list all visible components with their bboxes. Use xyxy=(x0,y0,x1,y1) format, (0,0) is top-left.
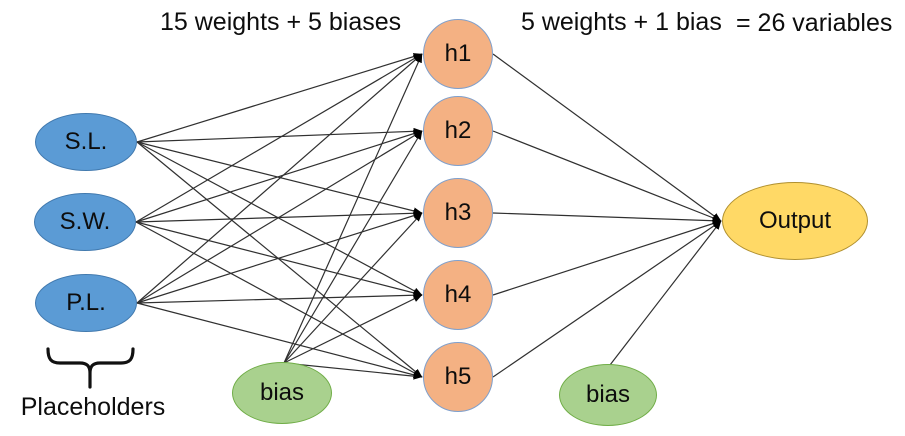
node-bias2: bias xyxy=(559,364,657,426)
edge-bias1-h3 xyxy=(283,212,423,364)
node-bias1-label: bias xyxy=(259,379,305,406)
node-sw-label: S.W. xyxy=(59,208,111,235)
node-pl: P.L. xyxy=(35,274,137,332)
edge-pl-h3 xyxy=(136,212,423,304)
node-sl: S.L. xyxy=(35,113,137,171)
edge-pl-h5 xyxy=(136,302,423,379)
node-pl-label: P.L. xyxy=(66,289,106,316)
edge-sl-h3 xyxy=(136,141,423,215)
placeholders-brace-icon xyxy=(46,347,135,389)
node-h5: h5 xyxy=(423,342,493,412)
edge-bias1-h4 xyxy=(283,294,423,364)
node-h2-label: h2 xyxy=(444,117,472,144)
edge-sw-h1 xyxy=(135,53,423,223)
edge-sl-h1 xyxy=(136,53,423,143)
node-h1-label: h1 xyxy=(444,40,472,67)
node-h1: h1 xyxy=(423,19,493,89)
edge-sl-h2 xyxy=(136,127,423,143)
node-h4: h4 xyxy=(423,260,493,330)
edge-sl-h5 xyxy=(136,141,423,378)
edges-group xyxy=(135,53,722,380)
edge-h3-out xyxy=(492,212,722,225)
node-out-label: Output xyxy=(758,207,832,234)
node-h5-label: h5 xyxy=(444,363,472,390)
edge-pl-h4 xyxy=(136,291,423,304)
node-h4-label: h4 xyxy=(444,281,472,308)
edge-bias1-h1 xyxy=(283,53,423,364)
total-variables-label: = 26 variables xyxy=(736,9,893,37)
edge-h1-out xyxy=(492,53,722,222)
node-h3-label: h3 xyxy=(444,199,472,226)
node-h3: h3 xyxy=(423,178,493,248)
layer1-weights-label: 15 weights + 5 biases xyxy=(160,8,402,36)
placeholders-label: Placeholders xyxy=(20,393,166,421)
edge-sl-h4 xyxy=(136,141,423,296)
edge-bias2-out xyxy=(609,220,722,366)
node-sw: S.W. xyxy=(34,193,136,251)
edge-h5-out xyxy=(492,220,722,378)
node-h2: h2 xyxy=(423,96,493,166)
node-sl-label: S.L. xyxy=(64,128,108,155)
edge-sw-h2 xyxy=(135,130,423,223)
edge-h4-out xyxy=(492,220,722,296)
node-bias1: bias xyxy=(232,362,332,424)
edge-bias1-h2 xyxy=(283,130,423,364)
node-out: Output xyxy=(722,182,868,260)
edge-pl-h1 xyxy=(136,53,423,304)
layer2-weights-label: 5 weights + 1 bias xyxy=(521,8,722,36)
node-bias2-label: bias xyxy=(585,381,631,408)
edge-pl-h2 xyxy=(136,130,423,304)
edge-h2-out xyxy=(492,130,722,222)
